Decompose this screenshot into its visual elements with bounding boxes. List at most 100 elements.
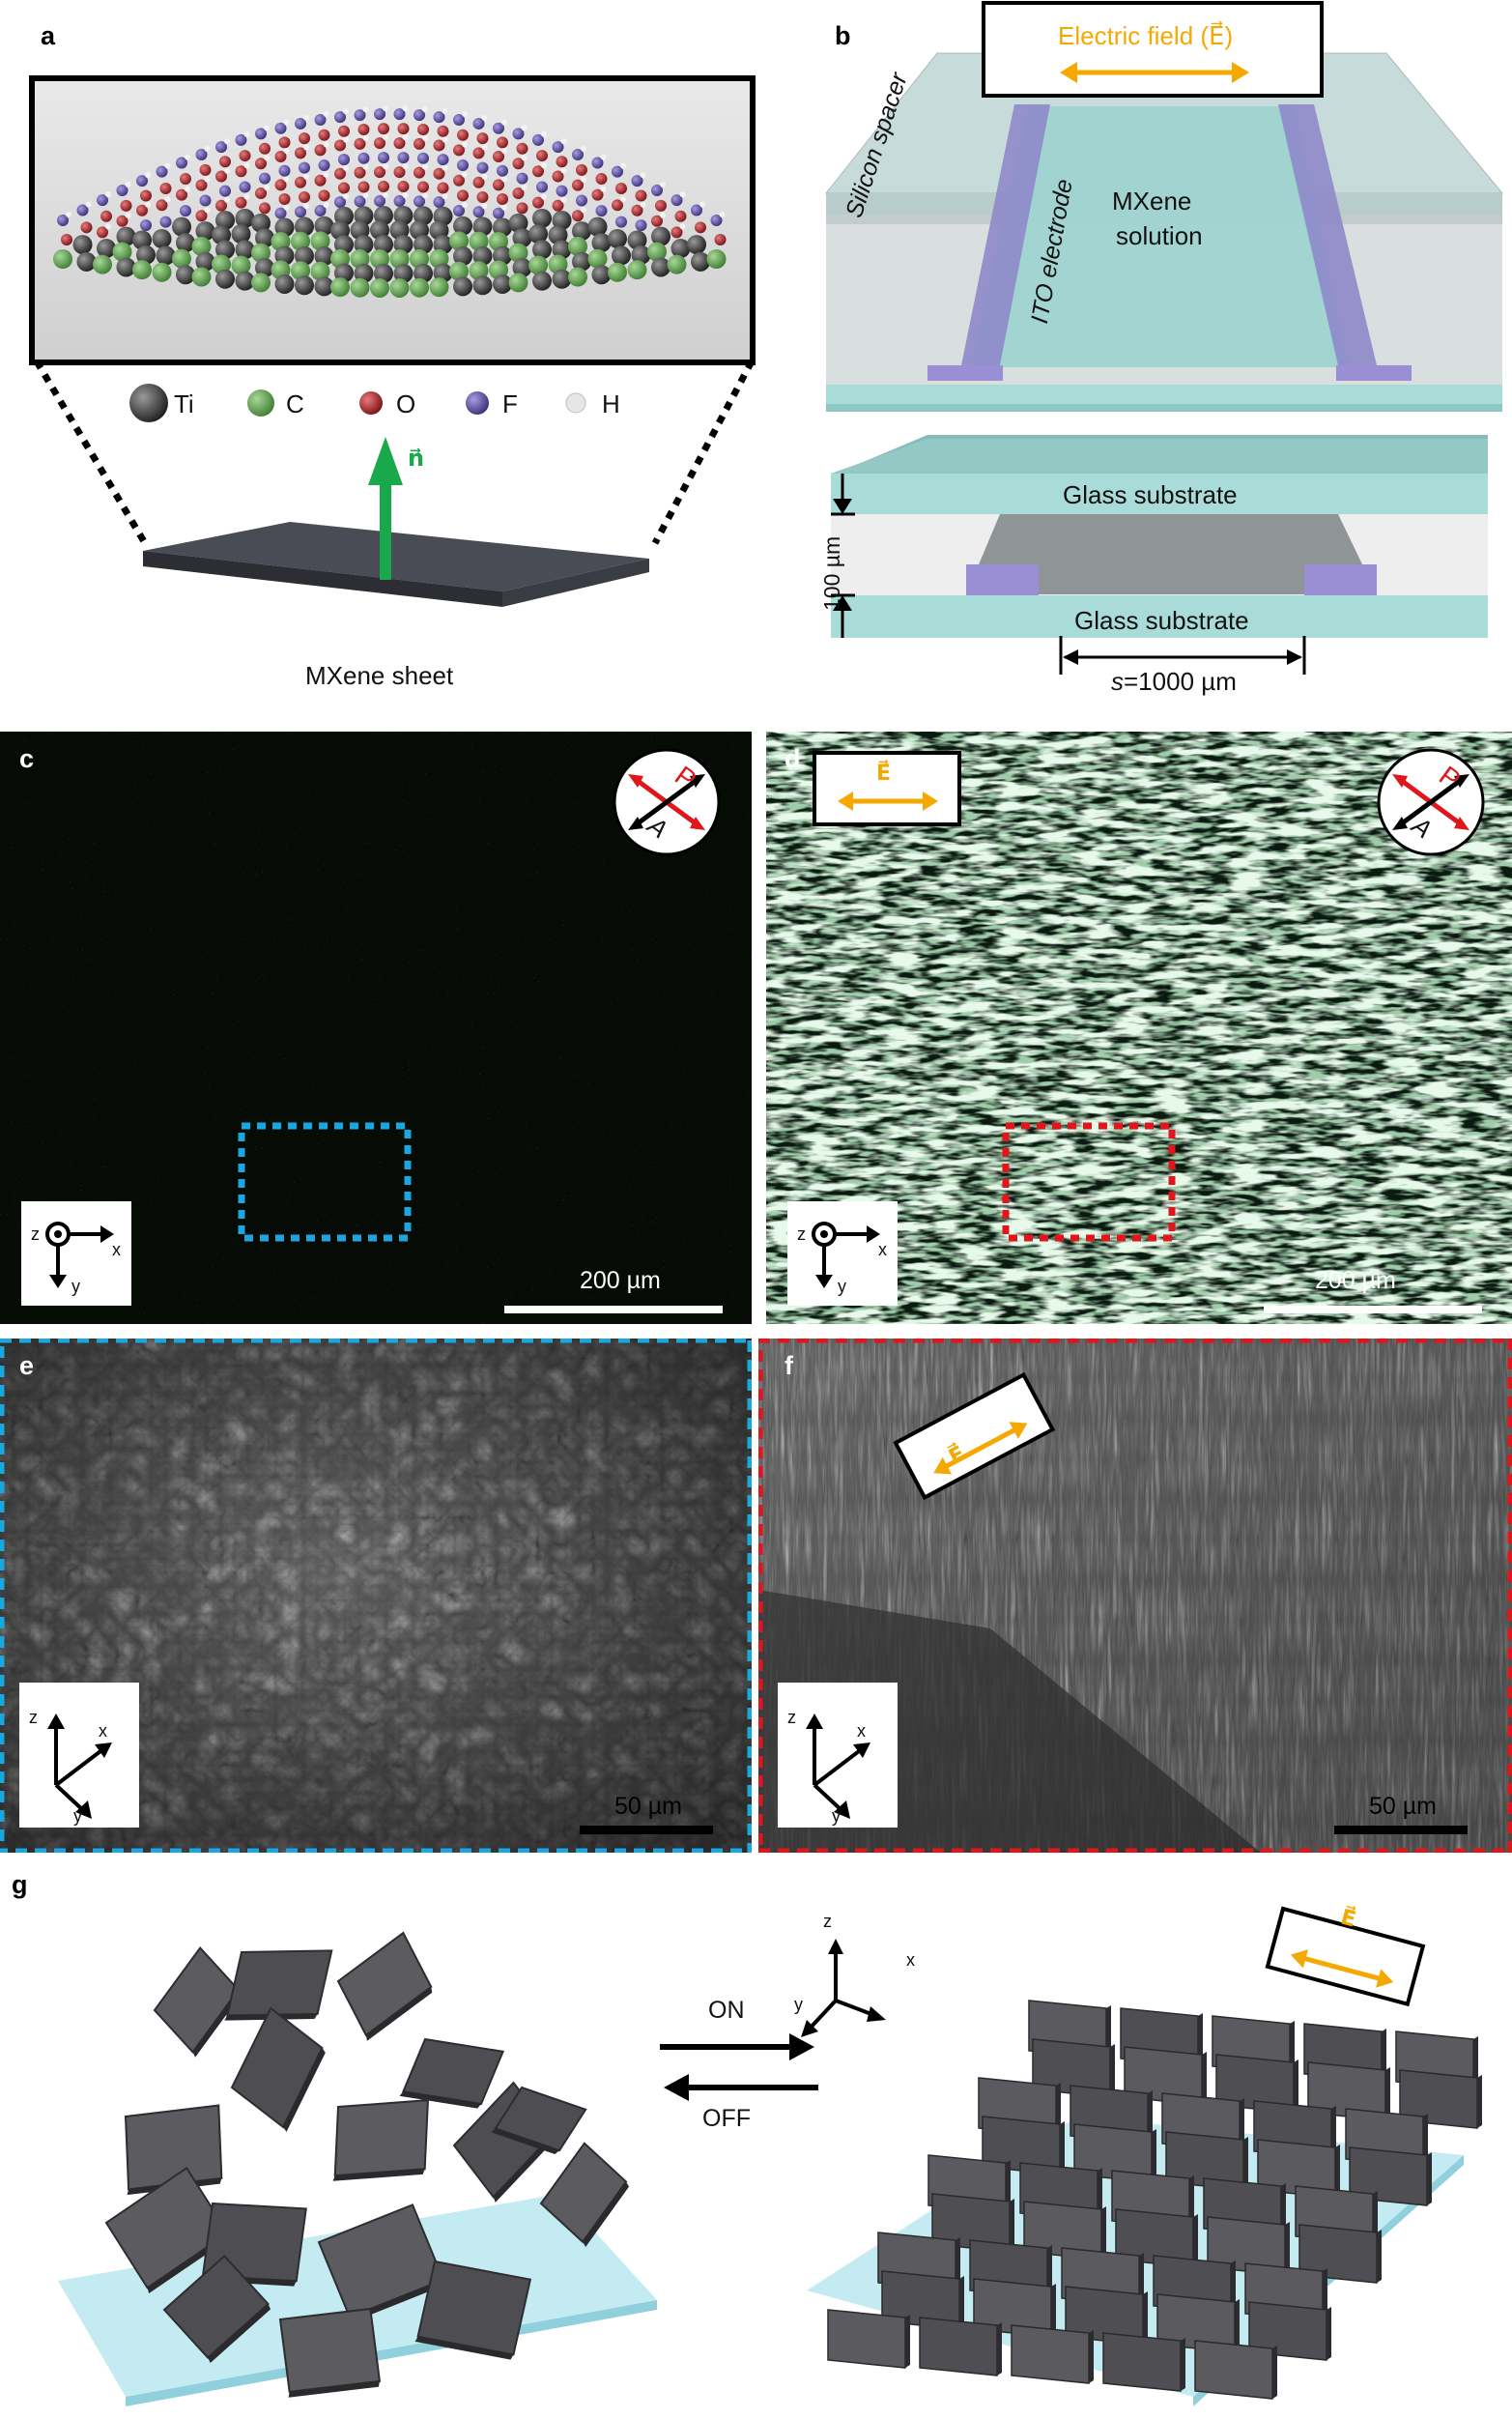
atom (541, 162, 547, 169)
axis-y-e: y (73, 1806, 82, 1826)
atom (453, 246, 472, 267)
atom (334, 196, 346, 209)
atom (80, 221, 93, 234)
atom (541, 130, 547, 137)
flake (162, 2255, 271, 2363)
atom (512, 158, 525, 170)
atom (314, 216, 334, 236)
atom (156, 199, 168, 212)
atom (556, 156, 568, 168)
axis-x-f: x (857, 1721, 866, 1741)
atom (572, 179, 584, 191)
normal-vector-head (368, 437, 403, 485)
atom (152, 229, 172, 249)
field-box-d-label: E⃗ (876, 761, 892, 785)
atom (587, 248, 608, 269)
atom (97, 194, 108, 207)
atom (493, 122, 504, 134)
atom (568, 236, 587, 256)
axis-z-e: z (29, 1708, 38, 1727)
atom (552, 240, 572, 260)
atom (572, 221, 591, 242)
atom (259, 142, 271, 155)
atom (651, 185, 663, 197)
panel-label-f: f (785, 1351, 793, 1380)
atom (255, 158, 267, 170)
atom (706, 249, 727, 269)
atom (572, 251, 591, 272)
atom (191, 267, 212, 287)
atom (338, 154, 350, 166)
axes-box-c (21, 1201, 131, 1306)
legend-o-label: O (396, 389, 416, 418)
atom (97, 226, 108, 239)
atom (145, 201, 151, 208)
atom (180, 173, 191, 186)
atom (215, 269, 235, 289)
atom (53, 249, 72, 269)
atom (338, 182, 350, 194)
atom (93, 254, 112, 274)
atom (393, 263, 414, 283)
atom (350, 277, 370, 298)
aligned-flake (1073, 2123, 1156, 2183)
atom (343, 108, 349, 115)
flake (414, 2260, 532, 2360)
flake (332, 2099, 430, 2181)
aligned-flake (1065, 2286, 1148, 2346)
atom (255, 228, 274, 248)
atom (402, 192, 409, 199)
off-label: OFF (702, 2105, 751, 2132)
atom (57, 215, 69, 226)
atom (429, 277, 449, 298)
atom (243, 193, 250, 200)
atom (536, 150, 548, 162)
atom (299, 161, 310, 174)
atom (670, 226, 683, 239)
atom (472, 176, 485, 188)
atom (536, 181, 548, 193)
atom (235, 133, 247, 146)
atom (581, 176, 586, 183)
atom (255, 187, 267, 200)
atom (600, 186, 607, 192)
atom (631, 204, 643, 216)
atom (389, 277, 410, 298)
field-box-d (813, 751, 961, 826)
atom (195, 221, 215, 242)
atom (691, 251, 710, 272)
atom (283, 204, 290, 211)
atom (670, 194, 683, 207)
atom (699, 201, 705, 208)
flake (224, 1949, 333, 2021)
atom (627, 230, 647, 250)
atom (357, 152, 370, 164)
atom (278, 164, 291, 177)
atom (493, 274, 512, 294)
atom (674, 210, 687, 222)
atom (422, 163, 428, 170)
atom (156, 245, 176, 266)
atom (318, 159, 330, 172)
atom (195, 149, 208, 161)
atom (136, 204, 148, 216)
flake (230, 2006, 326, 2132)
atom (116, 185, 128, 197)
atom (472, 147, 485, 159)
atom (476, 191, 489, 204)
atom (274, 122, 287, 134)
atom (453, 205, 465, 217)
atom (120, 199, 132, 212)
atom (303, 144, 309, 151)
atom (354, 137, 366, 150)
atom (591, 188, 604, 201)
atom (116, 226, 136, 246)
atom (414, 195, 425, 208)
atom (283, 119, 290, 126)
atom (453, 114, 465, 127)
micrograph-d-canvas (766, 732, 1512, 1324)
atom (125, 182, 131, 188)
atom (274, 151, 287, 163)
atom (224, 167, 230, 174)
atom (595, 173, 608, 186)
